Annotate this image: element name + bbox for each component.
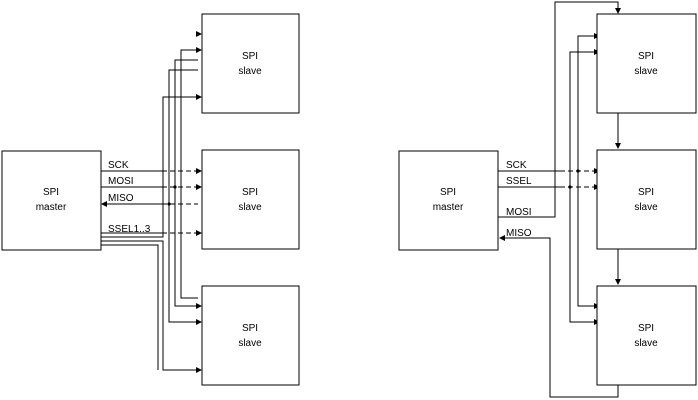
arrowhead bbox=[196, 47, 202, 53]
left-junctions bbox=[167, 185, 177, 206]
right-diagram: SPI master SCK SSEL MOSI MISO SPI slave … bbox=[398, 1, 697, 398]
left-mosi-bus bbox=[180, 49, 198, 299]
left-slave-1-label-line2: slave bbox=[238, 66, 262, 77]
right-master-label-line2: master bbox=[433, 202, 464, 213]
right-slave-2-label-line1: SPI bbox=[638, 187, 654, 198]
right-slave-2-box bbox=[596, 149, 697, 250]
right-signal-ssel-label: SSEL bbox=[506, 176, 532, 187]
right-miso-line bbox=[502, 237, 619, 398]
right-slave-2-label-line2: slave bbox=[634, 202, 658, 213]
arrowhead bbox=[196, 168, 202, 174]
left-wires bbox=[101, 49, 198, 371]
left-diagram: SPI master SCK MOSI MISO SSEL1..3 SPI sl… bbox=[1, 13, 300, 386]
left-master-label-line2: master bbox=[36, 202, 67, 213]
left-signal-mosi-label: MOSI bbox=[108, 176, 134, 187]
right-mosi-line bbox=[498, 1, 619, 218]
left-signal-miso-label: MISO bbox=[108, 193, 134, 204]
right-slave-3-label-line1: SPI bbox=[638, 323, 654, 334]
left-ssel-extra-line bbox=[101, 244, 159, 370]
left-ssel3-line bbox=[101, 240, 198, 371]
right-wires bbox=[498, 1, 619, 398]
right-sck-bus bbox=[577, 35, 597, 307]
right-signal-mosi-label: MOSI bbox=[506, 207, 532, 218]
arrowhead bbox=[615, 279, 621, 285]
arrowhead bbox=[196, 319, 202, 325]
left-master-box bbox=[1, 150, 102, 251]
arrowhead bbox=[196, 303, 202, 309]
right-signal-miso-label: MISO bbox=[506, 228, 532, 239]
arrowhead bbox=[196, 94, 202, 100]
left-miso-bus bbox=[168, 69, 198, 323]
left-master-label-line1: SPI bbox=[43, 187, 59, 198]
junction-dot bbox=[167, 202, 171, 206]
left-slave-3-label-line2: slave bbox=[238, 338, 262, 349]
left-slave-2-label-line2: slave bbox=[238, 202, 262, 213]
left-slave-2-box bbox=[201, 149, 300, 250]
left-slave-3-label-line1: SPI bbox=[242, 323, 258, 334]
right-slave-3-box bbox=[596, 285, 697, 386]
arrowhead bbox=[196, 31, 202, 37]
right-slave-3-label-line2: slave bbox=[634, 338, 658, 349]
junction-dot bbox=[576, 169, 580, 173]
left-slave-2-label-line1: SPI bbox=[242, 187, 258, 198]
left-arrows bbox=[101, 31, 202, 373]
arrowhead bbox=[196, 367, 202, 373]
right-master-box bbox=[398, 150, 499, 251]
junction-dot bbox=[568, 185, 572, 189]
right-slave-1-label-line2: slave bbox=[634, 66, 658, 77]
right-slave-1-label-line1: SPI bbox=[638, 51, 654, 62]
miso-arrowhead bbox=[499, 235, 505, 241]
miso-arrowhead bbox=[101, 201, 107, 207]
left-ssel1-line bbox=[101, 96, 198, 238]
right-slave-1-box bbox=[596, 13, 697, 114]
arrowhead bbox=[196, 230, 202, 236]
left-slave-3-box bbox=[201, 285, 300, 386]
junction-dot bbox=[173, 185, 177, 189]
arrowhead bbox=[615, 8, 621, 14]
left-slave-1-box bbox=[201, 13, 300, 114]
arrowhead bbox=[196, 184, 202, 190]
right-junctions bbox=[568, 169, 580, 189]
left-signal-sck-label: SCK bbox=[108, 160, 129, 171]
left-signal-ssel-label: SSEL1..3 bbox=[108, 224, 151, 235]
right-signal-sck-label: SCK bbox=[506, 160, 527, 171]
left-sck-bus bbox=[174, 59, 198, 307]
left-slave-1-label-line1: SPI bbox=[242, 51, 258, 62]
right-ssel-bus bbox=[569, 51, 597, 323]
arrowhead bbox=[615, 143, 621, 149]
right-master-label-line1: SPI bbox=[440, 187, 456, 198]
